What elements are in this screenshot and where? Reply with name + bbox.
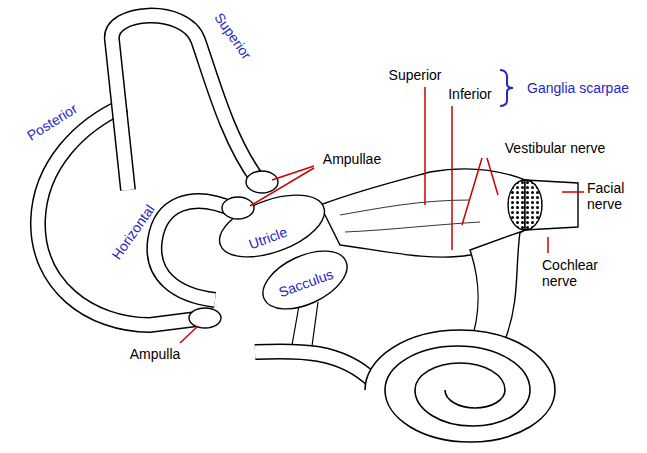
part-label: Facial nerve <box>587 180 641 212</box>
horizontal-canal <box>154 201 235 300</box>
part-label: Ampulla <box>130 346 181 362</box>
part-label: Superior <box>389 67 442 83</box>
duct-outline <box>255 351 372 380</box>
duct-fill <box>255 351 372 380</box>
canal-fill <box>154 201 235 300</box>
leader-line <box>462 158 482 225</box>
facial-nerve-section <box>508 180 542 230</box>
leader-line <box>487 158 498 195</box>
canal-outline <box>154 201 235 300</box>
leader-line <box>562 191 584 193</box>
ampulla-shape <box>222 197 254 219</box>
part-label: Superior <box>211 10 254 63</box>
cochlear-nerve-trunk <box>470 232 520 345</box>
brace-symbol <box>500 70 513 106</box>
part-label: Ampullae <box>323 151 381 167</box>
nerve-fibres <box>340 200 480 232</box>
part-label: Cochlear nerve <box>542 257 614 289</box>
leader-line <box>272 166 314 180</box>
part-label: Inferior <box>448 86 492 102</box>
ampulla-shape <box>246 171 278 193</box>
ampulla-shape <box>189 308 221 328</box>
part-label: Ganglia scarpae <box>527 80 629 96</box>
leader-line <box>424 87 426 205</box>
leader-line <box>180 326 198 343</box>
utricle-shape <box>211 183 332 269</box>
leader-lines <box>180 87 584 343</box>
leader-line <box>547 237 549 253</box>
part-label: Vestibular nerve <box>505 140 605 156</box>
leader-line <box>250 168 314 206</box>
cochlear-duct <box>255 300 372 380</box>
cochlea-spiral <box>365 330 555 442</box>
leader-line <box>451 106 453 250</box>
